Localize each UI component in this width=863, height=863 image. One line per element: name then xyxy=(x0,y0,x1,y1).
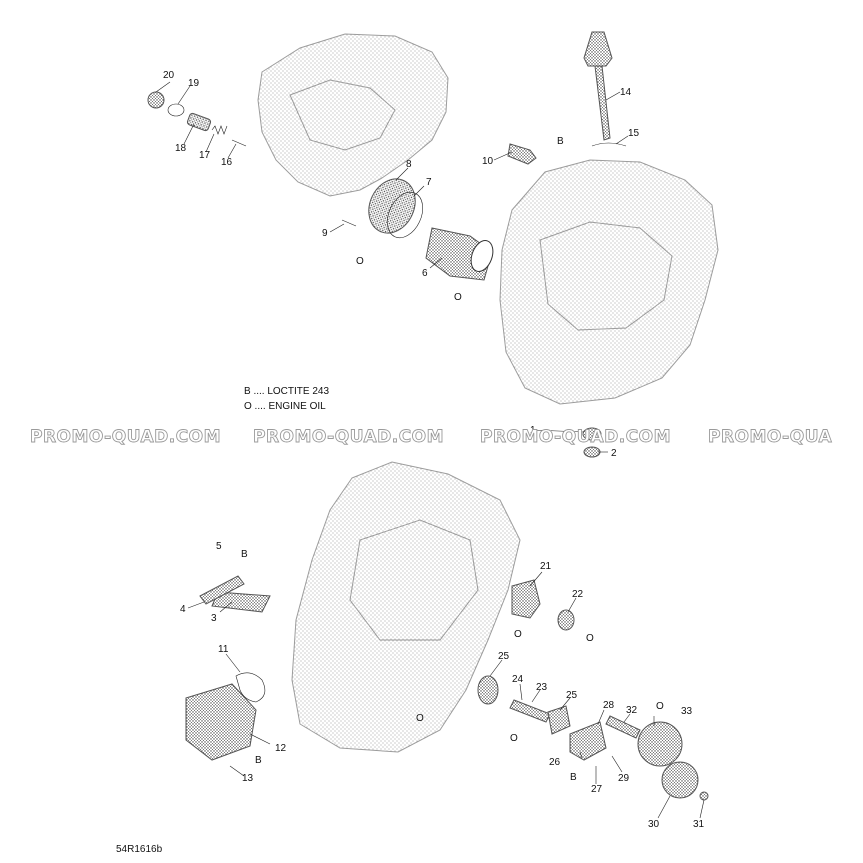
washer-31 xyxy=(699,791,709,801)
callout-14: 14 xyxy=(620,87,632,98)
seal-22 xyxy=(557,609,575,631)
callout-29: 29 xyxy=(618,773,630,784)
pin-16 xyxy=(231,139,247,147)
pin-32 xyxy=(605,715,641,739)
symbol-o-9: O xyxy=(356,256,364,267)
callout-26: 26 xyxy=(549,757,561,768)
callout-8: 8 xyxy=(406,159,412,170)
crankcase-inner-rib xyxy=(539,221,673,331)
upper-cover-rib xyxy=(289,79,396,151)
oil-pan-12 xyxy=(185,683,257,761)
lower-case-rib xyxy=(349,519,479,641)
gasket-2 xyxy=(583,446,601,458)
oil-filter-end xyxy=(470,240,494,272)
symbol-o-case: O xyxy=(416,713,424,724)
callout-25b: 25 xyxy=(566,690,578,701)
callout-11: 11 xyxy=(218,644,229,655)
callout-numbers: 20 19 18 17 16 14 15 10 8 7 9 6 1 2 5 4 … xyxy=(163,70,705,830)
callout-33: 33 xyxy=(681,706,693,717)
callout-25a: 25 xyxy=(498,651,510,662)
callout-21: 21 xyxy=(540,561,552,572)
shaft-23 xyxy=(509,699,551,723)
callout-22: 22 xyxy=(572,589,584,600)
symbol-b-5: B xyxy=(241,549,248,560)
callout-6: 6 xyxy=(422,268,428,279)
pump-cover-26 xyxy=(569,721,607,761)
pump-housing-21 xyxy=(511,579,541,619)
gear-30 xyxy=(661,761,699,799)
watermark-text-2: PROMO-QUAD.COM xyxy=(253,427,444,447)
callout-7: 7 xyxy=(426,177,432,188)
callout-18: 18 xyxy=(175,143,187,154)
callout-4: 4 xyxy=(180,604,186,615)
callout-1: 1 xyxy=(530,425,536,436)
callout-20: 20 xyxy=(163,70,175,81)
symbol-b-10: B xyxy=(557,136,564,147)
symbol-o-32: O xyxy=(656,701,664,712)
callout-24: 24 xyxy=(512,674,524,685)
reference-code: 54R1616b xyxy=(116,844,163,855)
callout-13: 13 xyxy=(242,773,254,784)
callout-23: 23 xyxy=(536,682,548,693)
rotor-25b xyxy=(547,705,571,735)
gasket-11 xyxy=(235,672,266,703)
o-ring-7 xyxy=(387,191,423,239)
dipstick-shaft xyxy=(594,65,611,141)
callout-9: 9 xyxy=(322,228,328,239)
callout-3: 3 xyxy=(211,613,217,624)
lubricant-symbols: B O O B O O O O O B B xyxy=(241,136,664,783)
callout-15: 15 xyxy=(628,128,640,139)
oil-filter-cover-8 xyxy=(368,178,416,234)
callout-2: 2 xyxy=(611,448,617,459)
symbol-b-13: B xyxy=(255,755,262,766)
tube-4 xyxy=(199,575,245,605)
symbol-o-6: O xyxy=(454,292,462,303)
callout-17: 17 xyxy=(199,150,211,161)
bolt-10 xyxy=(507,143,537,165)
watermark-text-4: PROMO-QUA xyxy=(708,427,832,447)
legend-loctite: B .... LOCTITE 243 xyxy=(244,386,329,397)
callout-16: 16 xyxy=(221,157,233,168)
callout-28: 28 xyxy=(603,700,615,711)
callout-12: 12 xyxy=(275,743,287,754)
symbol-b-26: B xyxy=(570,772,577,783)
leader-lines xyxy=(155,81,705,819)
callout-19: 19 xyxy=(188,78,200,89)
screen-3 xyxy=(211,591,271,613)
o-ring-19 xyxy=(167,103,185,117)
symbol-o-24: O xyxy=(510,733,518,744)
symbol-o-22: O xyxy=(586,633,594,644)
plug-20 xyxy=(147,91,165,109)
gear-33 xyxy=(637,721,683,767)
legend-engine-oil: O .... ENGINE OIL xyxy=(244,401,326,412)
callout-31: 31 xyxy=(693,819,705,830)
o-ring-15 xyxy=(591,142,627,147)
piston-18 xyxy=(186,112,212,132)
symbol-o-21: O xyxy=(514,629,522,640)
screw-9 xyxy=(341,219,357,227)
callout-10: 10 xyxy=(482,156,494,167)
spring-17 xyxy=(211,125,228,135)
callout-5: 5 xyxy=(216,541,222,552)
callout-27: 27 xyxy=(591,784,603,795)
drain-plug-1 xyxy=(582,427,602,441)
watermark-text-3: PROMO-QUAD.COM xyxy=(480,427,671,447)
callout-32: 32 xyxy=(626,705,638,716)
seal-25a xyxy=(477,675,499,705)
dipstick-cap xyxy=(583,31,613,67)
callout-30: 30 xyxy=(648,819,660,830)
watermark: PROMO-QUAD.COM PROMO-QUAD.COM PROMO-QUAD… xyxy=(30,427,833,448)
watermark-text-1: PROMO-QUAD.COM xyxy=(30,427,221,447)
